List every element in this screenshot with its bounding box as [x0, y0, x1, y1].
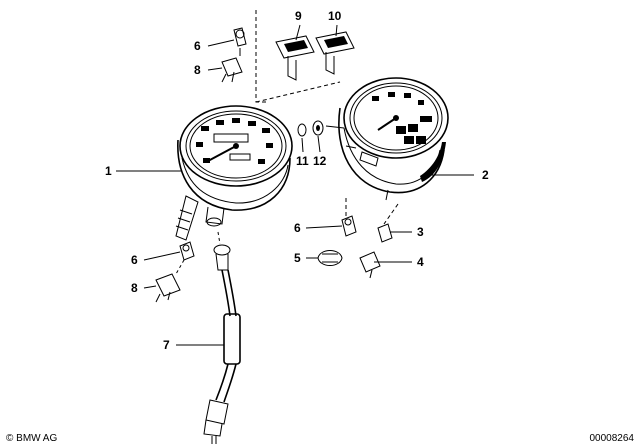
- callout-3: 3: [417, 225, 424, 239]
- callout-4: 4: [417, 255, 424, 269]
- callout-6-bottom: 6: [131, 253, 138, 267]
- callout-8-bottom: 8: [131, 281, 138, 295]
- callout-11: 11: [296, 154, 309, 168]
- bulb-socket-top: [221, 27, 247, 83]
- callout-9: 9: [295, 9, 302, 23]
- right-bulbs-sockets: [317, 198, 399, 279]
- callout-12: 12: [313, 154, 327, 168]
- callout-5: 5: [294, 251, 301, 265]
- callout-2: 2: [482, 168, 489, 182]
- indicator-lamps: [255, 10, 355, 103]
- tachometer-gauge: [325, 77, 449, 201]
- document-number: 00008264: [589, 433, 635, 444]
- callout-6-top: 6: [194, 39, 201, 53]
- nut-washer: [297, 120, 324, 137]
- leader-lines: [116, 24, 474, 346]
- callout-8-top: 8: [194, 63, 201, 77]
- copyright-text: © BMW AG: [6, 433, 58, 444]
- callout-10: 10: [328, 9, 342, 23]
- callout-7: 7: [163, 338, 170, 352]
- speedometer-gauge: [175, 105, 293, 241]
- callout-6-right: 6: [294, 221, 301, 235]
- callout-1: 1: [105, 164, 112, 178]
- bulb-socket-bottom: [155, 241, 195, 303]
- speedometer-cable: [203, 231, 241, 444]
